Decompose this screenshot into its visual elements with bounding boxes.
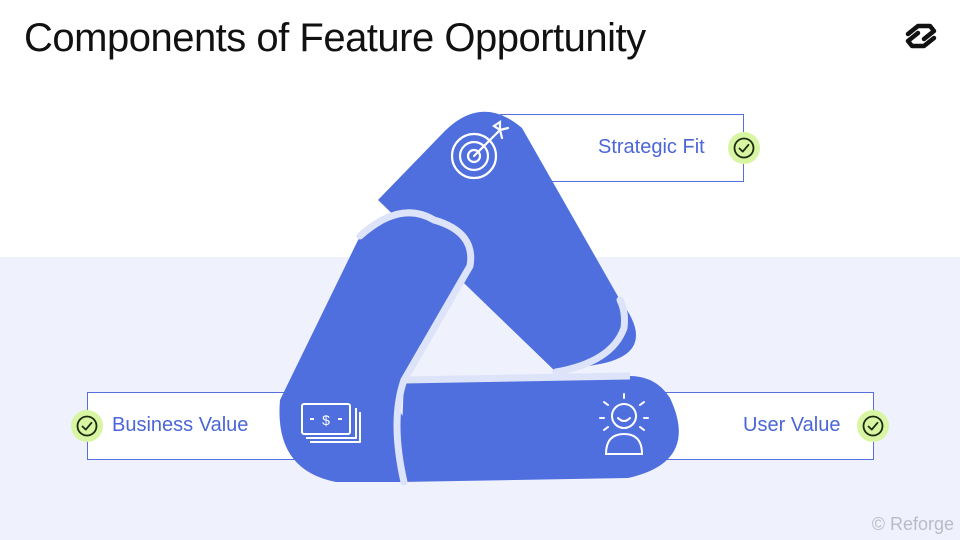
strategic-fit-band bbox=[378, 111, 636, 373]
user-value-check-icon bbox=[857, 410, 889, 442]
user-value-band bbox=[400, 376, 679, 482]
strategic-fit-label: Strategic Fit bbox=[598, 136, 705, 158]
business-value-check-icon bbox=[71, 410, 103, 442]
page-title: Components of Feature Opportunity bbox=[24, 16, 646, 60]
reforge-logo-icon bbox=[905, 23, 937, 49]
user-value-box bbox=[660, 392, 874, 460]
target-arrow-icon bbox=[450, 119, 510, 180]
happy-user-icon bbox=[599, 393, 649, 455]
user-value-label: User Value bbox=[743, 414, 841, 436]
business-value-band bbox=[279, 212, 472, 482]
business-value-label: Business Value bbox=[112, 414, 249, 436]
copyright-text: © Reforge bbox=[871, 514, 954, 534]
strategic-fit-check-icon bbox=[728, 132, 760, 164]
money-stack-icon: $ bbox=[301, 403, 361, 443]
business-value-box bbox=[87, 392, 303, 460]
svg-text:$: $ bbox=[322, 412, 330, 428]
